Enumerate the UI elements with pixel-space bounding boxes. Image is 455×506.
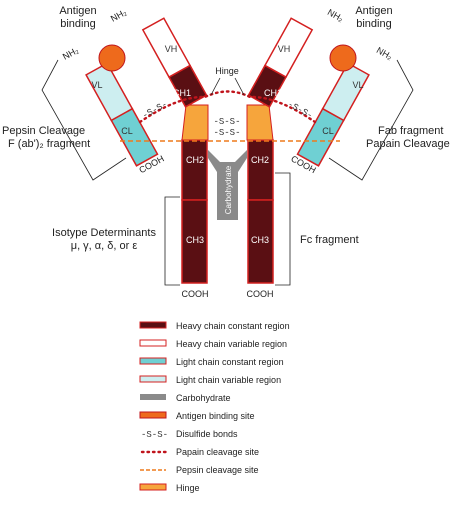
legend-icon-carbohydrate	[140, 394, 166, 400]
antigen-right-line1: Antigen	[355, 5, 392, 17]
label-ch1-right: CH1	[264, 88, 282, 98]
fc-bracket	[275, 172, 291, 286]
antigen-right-line2: binding	[356, 18, 391, 30]
right-ch3-block	[247, 199, 274, 284]
label-ch3-right: CH3	[251, 235, 269, 245]
carbohydrate-label: Carbohydrate	[224, 165, 233, 214]
legend-icon-heavy-constant	[139, 321, 167, 329]
label-vl-right: VL	[352, 80, 363, 90]
left-vl-block	[85, 62, 134, 122]
right-vl-block	[321, 62, 370, 122]
fab-line1: Fab fragment	[378, 125, 443, 137]
legend-icon-light-constant	[139, 357, 167, 365]
nh2-right-light: NH₂	[375, 45, 395, 62]
fab-line2: Papain Cleavage	[366, 138, 450, 150]
legend-icon-heavy-variable	[139, 339, 167, 347]
nh2-right-heavy: NH₂	[326, 7, 346, 24]
pepsin-bracket	[41, 59, 127, 181]
label-ch2-left: CH2	[186, 155, 204, 165]
antigen-left-line1: Antigen	[59, 5, 96, 17]
disulfide-right-arm: -S-S-	[286, 99, 314, 121]
isotype-bracket	[164, 196, 180, 286]
legend-label-carbohydrate: Carbohydrate	[176, 393, 231, 403]
right-light-chain	[296, 62, 370, 167]
right-hinge	[246, 104, 274, 141]
disulfide-left-arm: -S-S-	[141, 99, 169, 121]
disulfide-hinge-2: -S-S-	[213, 128, 240, 138]
label-ch3-left: CH3	[186, 235, 204, 245]
pepsin-line1: Pepsin Cleavage	[2, 125, 85, 137]
legend-icon-hinge	[139, 483, 167, 491]
disulfide-hinge-1: -S-S-	[213, 117, 240, 127]
fab-bracket	[328, 59, 414, 181]
legend-label-papain: Papain cleavage site	[176, 447, 259, 457]
right-antigen-circle	[329, 44, 357, 72]
legend-label-disulfide: Disulfide bonds	[176, 429, 238, 439]
left-ch3-block	[181, 199, 208, 284]
legend-label-light-variable: Light chain variable region	[176, 375, 281, 385]
label-vh-right: VH	[278, 44, 291, 54]
cooh-left-heavy: COOH	[182, 289, 209, 299]
label-cl-right: CL	[322, 126, 334, 136]
right-ch2-block	[247, 139, 274, 201]
isotype-line2: μ, γ, α, δ, or ε	[71, 240, 138, 252]
isotype-line1: Isotype Determinants	[52, 227, 156, 239]
legend-label-heavy-variable: Heavy chain variable region	[176, 339, 287, 349]
hinge-label: Hinge	[215, 66, 239, 76]
legend-icon-antigen	[139, 411, 167, 419]
left-heavy-stem	[181, 139, 208, 284]
label-cl-left: CL	[121, 126, 133, 136]
legend-label-hinge: Hinge	[176, 483, 200, 493]
hinge-pointer-right	[234, 77, 245, 96]
right-heavy-arm	[247, 17, 314, 108]
left-ch2-block	[181, 139, 208, 201]
left-vh-block	[141, 17, 192, 79]
right-vh-block	[263, 17, 314, 79]
legend-label-light-constant: Light chain constant region	[176, 357, 284, 367]
legend-label-heavy-constant: Heavy chain constant region	[176, 321, 290, 331]
legend: Heavy chain constant region Heavy chain …	[139, 321, 290, 493]
left-hinge	[181, 104, 209, 141]
label-ch1-left: CH1	[173, 88, 191, 98]
antigen-left-line2: binding	[60, 18, 95, 30]
nh2-left-heavy: NH₂	[109, 7, 129, 24]
cooh-right-heavy: COOH	[247, 289, 274, 299]
left-antigen-circle	[98, 44, 126, 72]
pepsin-line2: F (ab')₂ fragment	[8, 138, 90, 150]
carbohydrate-shape	[208, 150, 247, 220]
papain-cleavage-line	[138, 90, 317, 124]
legend-label-pepsin: Pepsin cleavage site	[176, 465, 259, 475]
label-vh-left: VH	[165, 44, 178, 54]
legend-label-antigen: Antigen binding site	[176, 411, 255, 421]
nh2-left-light: NH₂	[61, 45, 81, 62]
fc-label: Fc fragment	[300, 234, 359, 246]
left-light-chain	[85, 62, 159, 167]
label-ch2-right: CH2	[251, 155, 269, 165]
hinge-pointer-left	[210, 77, 221, 96]
legend-icon-disulfide: -S-S-	[141, 430, 168, 440]
legend-icon-light-variable	[139, 375, 167, 383]
label-vl-left: VL	[91, 80, 102, 90]
